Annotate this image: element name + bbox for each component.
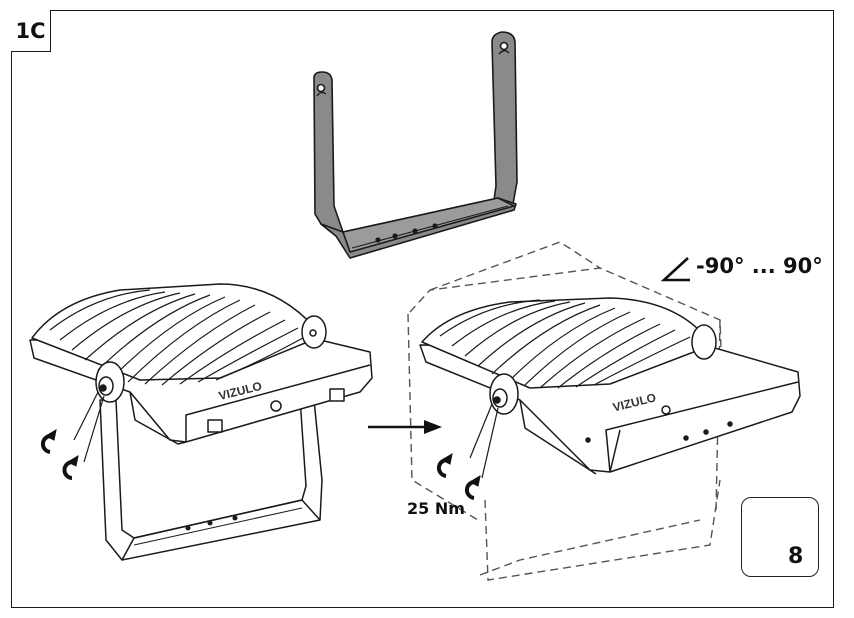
rotate-arrow-icon-right [436,452,481,500]
tool-size-label: 8 [788,544,804,569]
fixture-after-adjustment [419,297,801,479]
u-bracket-standalone [313,31,518,259]
angle-icon [660,257,690,282]
fixture-before-adjustment [29,283,373,561]
diagram-frame [11,10,834,608]
tool-box [741,497,819,577]
step-label: 1C [11,10,51,52]
rotation-range-label: -90° ... 90° [696,254,823,278]
direction-arrow-icon [368,420,442,434]
torque-label: 25 Nm [407,499,465,518]
rotate-arrow-icon-left [40,428,79,480]
